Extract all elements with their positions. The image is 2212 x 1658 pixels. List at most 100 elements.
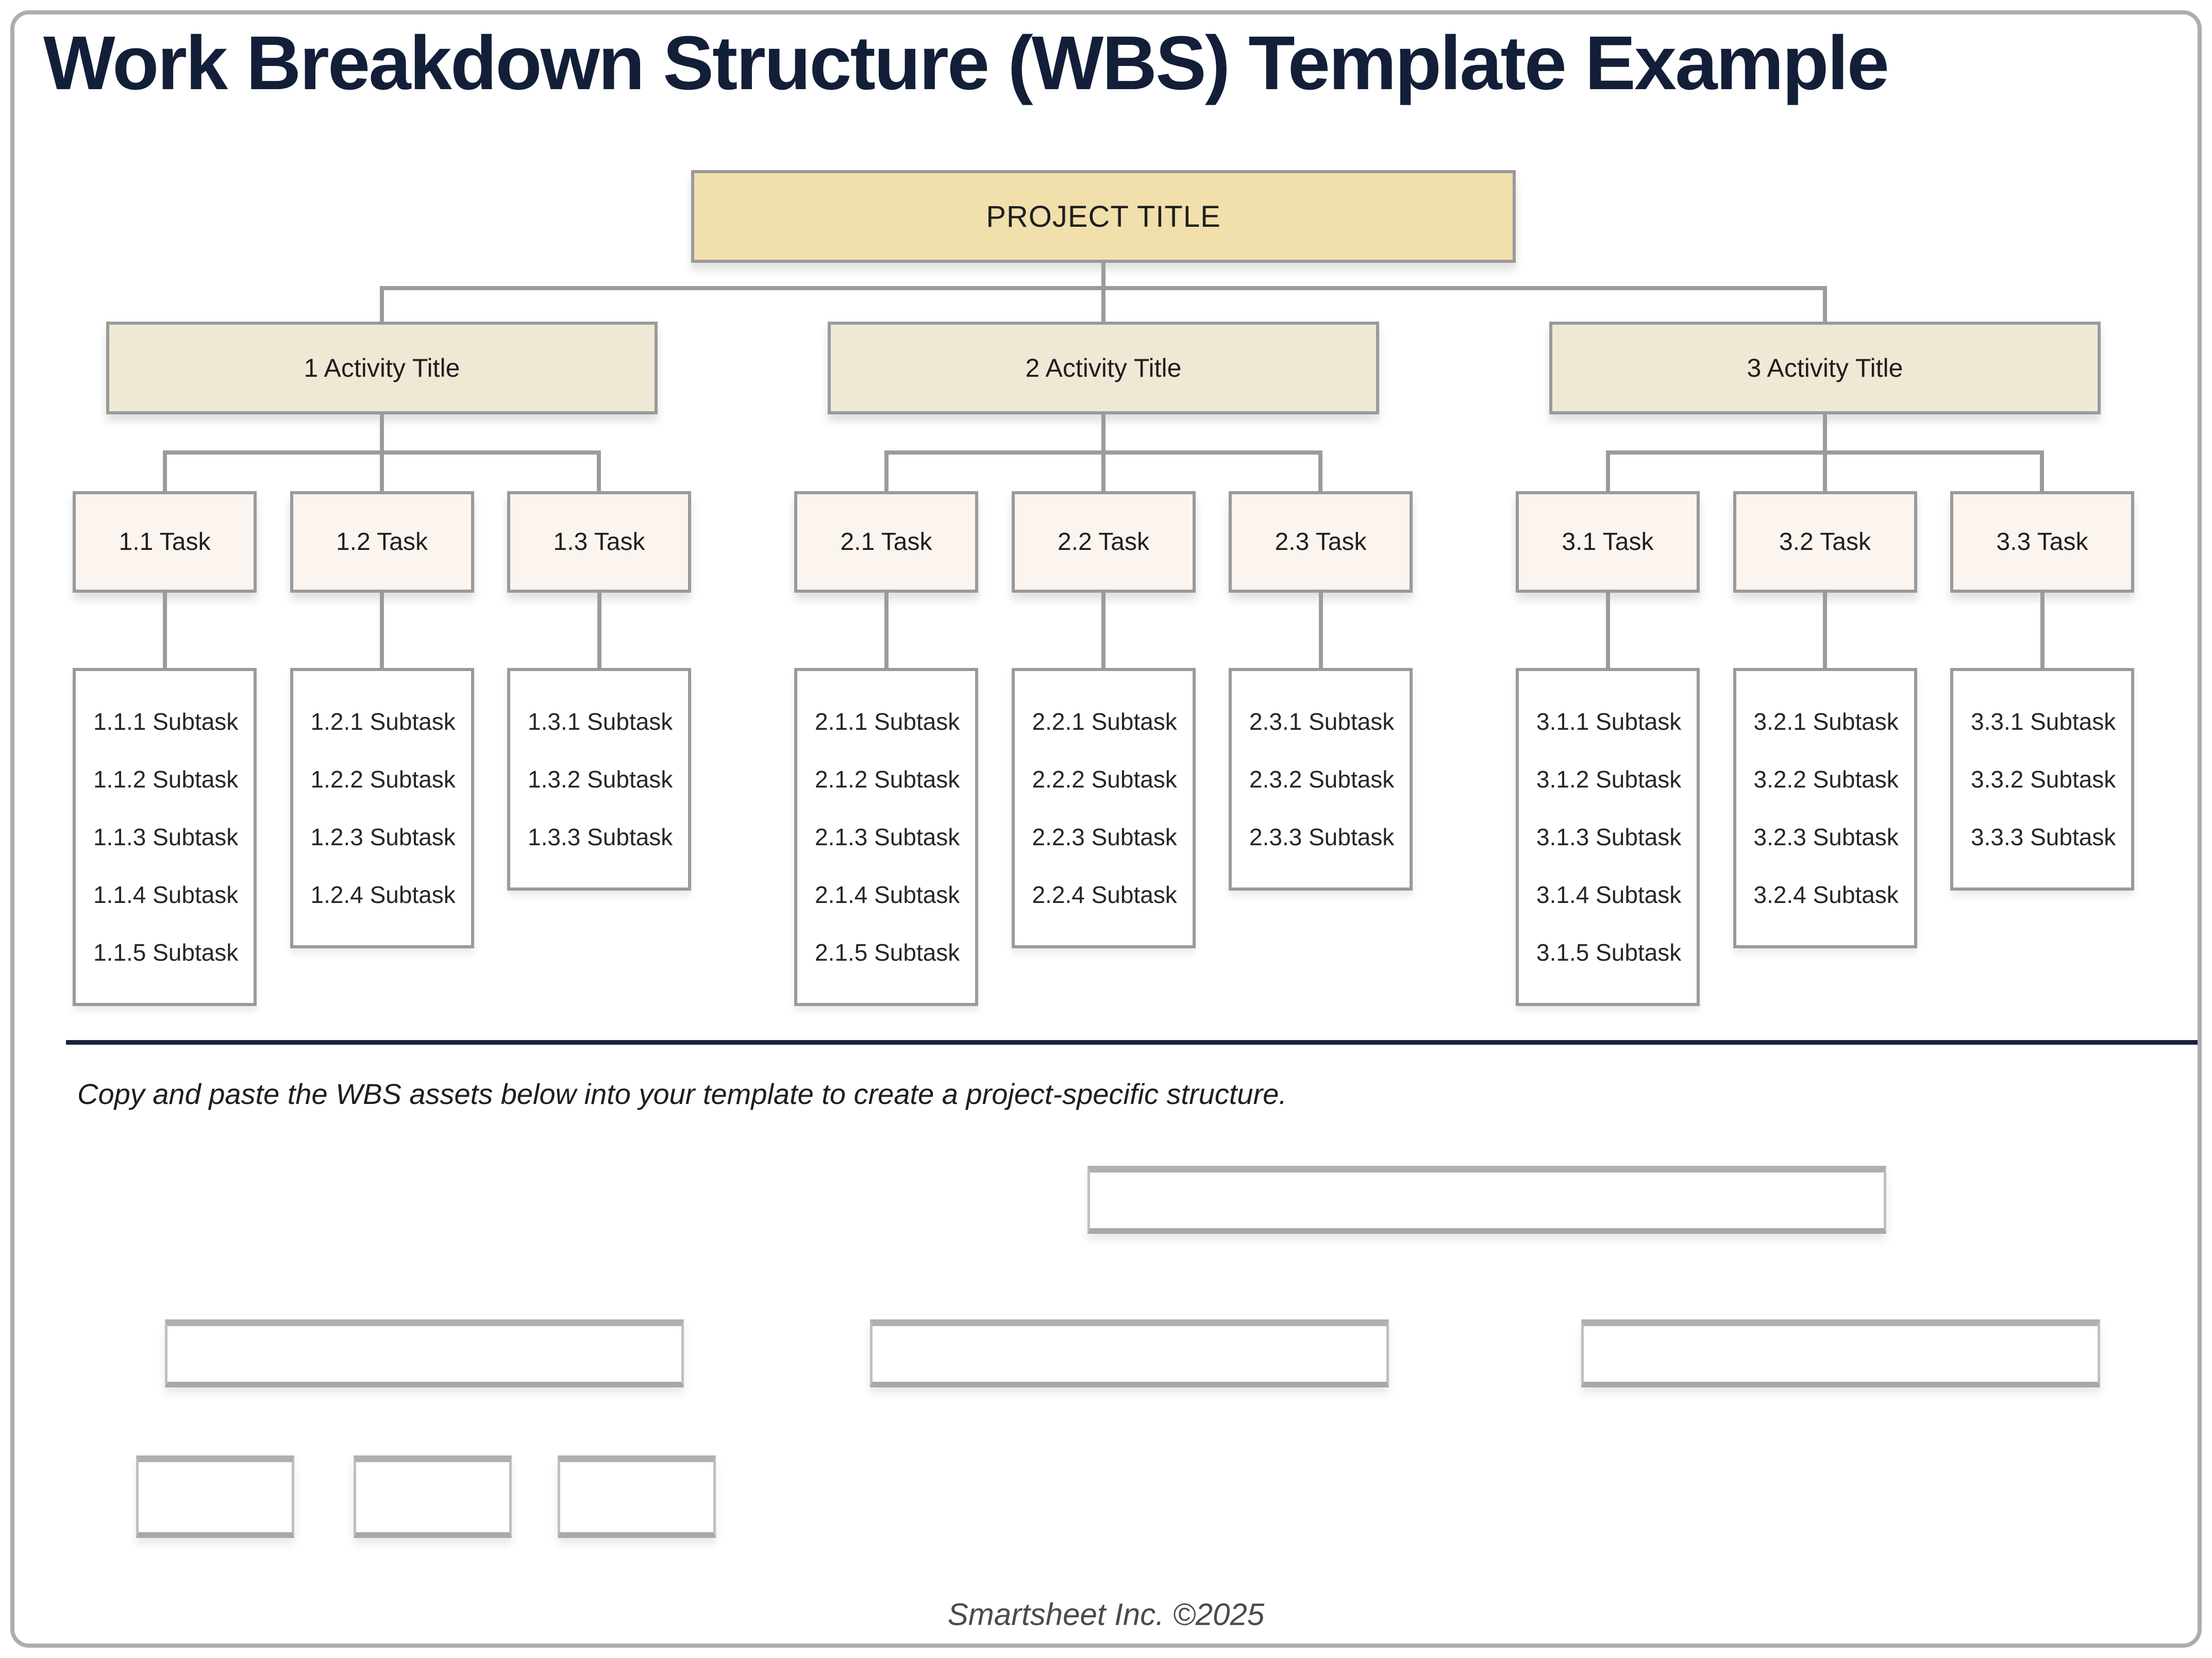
subtask-item: 1.1.2 Subtask (93, 766, 239, 793)
subtask-list: 2.3.1 Subtask 2.3.2 Subtask 2.3.3 Subtas… (1229, 668, 1413, 891)
connector-line (1823, 414, 1827, 455)
subtask-item: 3.2.3 Subtask (1753, 824, 1899, 850)
subtask-item: 1.1.1 Subtask (93, 708, 239, 735)
activity-group-2: 2 Activity Title 2.1 Task (794, 322, 1413, 1006)
task-column-3-3: 3.3 Task 3.3.1 Subtask 3.3.2 Subtask 3.3… (1950, 491, 2134, 1006)
subtask-item: 2.1.1 Subtask (815, 708, 960, 735)
subtask-item: 3.3.3 Subtask (1971, 824, 2116, 850)
connector-task-to-subtasks (507, 593, 691, 668)
tasks-row: 1.1 Task 1.1.1 Subtask 1.1.2 Subtask 1.1… (73, 491, 691, 1006)
connector-task-to-subtasks (1516, 593, 1700, 668)
connector-line (1101, 263, 1105, 290)
connector-line (1318, 593, 1323, 668)
connector-activity-to-tasks (794, 414, 1413, 491)
section-divider (66, 1040, 2198, 1045)
subtask-item: 1.2.3 Subtask (310, 824, 456, 850)
subtask-item: 3.2.2 Subtask (1753, 766, 1899, 793)
blank-activity-asset (165, 1319, 684, 1387)
subtask-list: 1.2.1 Subtask 1.2.2 Subtask 1.2.3 Subtas… (290, 668, 474, 948)
blank-task-asset (354, 1455, 512, 1538)
connector-line (1605, 450, 1610, 491)
subtask-item: 2.2.2 Subtask (1032, 766, 1177, 793)
connector-line (1823, 593, 1827, 668)
connector-line (1101, 450, 1105, 491)
connector-line (1101, 286, 1105, 322)
connector-task-to-subtasks (1733, 593, 1917, 668)
subtask-list: 2.1.1 Subtask 2.1.2 Subtask 2.1.3 Subtas… (794, 668, 978, 1006)
connector-activity-to-tasks (73, 414, 691, 491)
subtask-item: 2.1.3 Subtask (815, 824, 960, 850)
connector-task-to-subtasks (1229, 593, 1413, 668)
connector-task-to-subtasks (794, 593, 978, 668)
subtask-list: 3.3.1 Subtask 3.3.2 Subtask 3.3.3 Subtas… (1950, 668, 2134, 891)
instruction-text: Copy and paste the WBS assets below into… (77, 1078, 1287, 1110)
subtask-item: 3.2.1 Subtask (1753, 708, 1899, 735)
task-label: 3.1 Task (1562, 528, 1654, 556)
activity-box-1: 1 Activity Title (106, 322, 658, 414)
task-column-3-2: 3.2 Task 3.2.1 Subtask 3.2.2 Subtask 3.2… (1733, 491, 1917, 1006)
activity-groups-row: 1 Activity Title 1.1 Task (73, 322, 2134, 1006)
subtask-list: 1.1.1 Subtask 1.1.2 Subtask 1.1.3 Subtas… (73, 668, 257, 1006)
blank-project-title-asset (1087, 1166, 1886, 1234)
task-box: 1.2 Task (290, 491, 474, 593)
subtask-item: 1.3.3 Subtask (528, 824, 673, 850)
task-column-2-3: 2.3 Task 2.3.1 Subtask 2.3.2 Subtask 2.3… (1229, 491, 1413, 1006)
subtask-item: 3.1.1 Subtask (1536, 708, 1682, 735)
connector-line (1101, 593, 1105, 668)
connector-line (1318, 450, 1323, 491)
subtask-item: 1.3.2 Subtask (528, 766, 673, 793)
project-title-label: PROJECT TITLE (986, 199, 1221, 233)
task-label: 2.1 Task (840, 528, 932, 556)
task-column-1-2: 1.2 Task 1.2.1 Subtask 1.2.2 Subtask 1.2… (290, 491, 474, 1006)
activity-label: 1 Activity Title (304, 354, 460, 382)
subtask-item: 3.3.1 Subtask (1971, 708, 2116, 735)
task-column-2-2: 2.2 Task 2.2.1 Subtask 2.2.2 Subtask 2.2… (1011, 491, 1196, 1006)
connector-line (597, 450, 601, 491)
subtask-item: 2.2.4 Subtask (1032, 881, 1177, 908)
connector-line (597, 593, 601, 668)
subtask-item: 2.3.3 Subtask (1249, 824, 1395, 850)
subtask-item: 2.3.2 Subtask (1249, 766, 1395, 793)
task-label: 3.2 Task (1779, 528, 1871, 556)
copyright-text: Smartsheet Inc. ©2025 (947, 1597, 1265, 1632)
task-label: 1.3 Task (553, 528, 645, 556)
connector-line (380, 450, 384, 491)
activity-label: 3 Activity Title (1747, 354, 1903, 382)
connector-line (162, 593, 167, 668)
wbs-chart: PROJECT TITLE 1 Activity Title (73, 170, 2134, 1006)
connector-line (884, 450, 889, 491)
subtask-list: 1.3.1 Subtask 1.3.2 Subtask 1.3.3 Subtas… (507, 668, 691, 891)
subtask-item: 1.2.2 Subtask (310, 766, 456, 793)
connector-task-to-subtasks (290, 593, 474, 668)
subtask-item: 2.2.1 Subtask (1032, 708, 1177, 735)
connector-line (2040, 450, 2045, 491)
subtask-list: 2.2.1 Subtask 2.2.2 Subtask 2.2.3 Subtas… (1011, 668, 1196, 948)
task-box: 2.2 Task (1011, 491, 1196, 593)
connector-project-to-activities (73, 263, 2134, 322)
page-card: Work Breakdown Structure (WBS) Template … (10, 10, 2202, 1648)
connector-line (380, 414, 384, 455)
subtask-item: 1.1.5 Subtask (93, 939, 239, 966)
task-box: 1.3 Task (507, 491, 691, 593)
task-label: 2.3 Task (1275, 528, 1367, 556)
connector-line (1823, 286, 1827, 322)
task-label: 3.3 Task (1996, 528, 2088, 556)
project-title-box: PROJECT TITLE (691, 170, 1516, 263)
connector-line (2040, 593, 2045, 668)
task-box: 3.1 Task (1516, 491, 1700, 593)
blank-task-asset (558, 1455, 716, 1538)
activity-box-2: 2 Activity Title (828, 322, 1379, 414)
connector-line (884, 593, 889, 668)
task-box: 3.2 Task (1733, 491, 1917, 593)
subtask-item: 1.2.4 Subtask (310, 881, 456, 908)
task-label: 1.2 Task (336, 528, 428, 556)
connector-line (380, 593, 384, 668)
subtask-item: 2.3.1 Subtask (1249, 708, 1395, 735)
subtask-list: 3.1.1 Subtask 3.1.2 Subtask 3.1.3 Subtas… (1516, 668, 1700, 1006)
tasks-row: 2.1 Task 2.1.1 Subtask 2.1.2 Subtask 2.1… (794, 491, 1413, 1006)
task-column-3-1: 3.1 Task 3.1.1 Subtask 3.1.2 Subtask 3.1… (1516, 491, 1700, 1006)
connector-task-to-subtasks (73, 593, 257, 668)
connector-line (1101, 414, 1105, 455)
activity-group-1: 1 Activity Title 1.1 Task (73, 322, 691, 1006)
task-box: 1.1 Task (73, 491, 257, 593)
